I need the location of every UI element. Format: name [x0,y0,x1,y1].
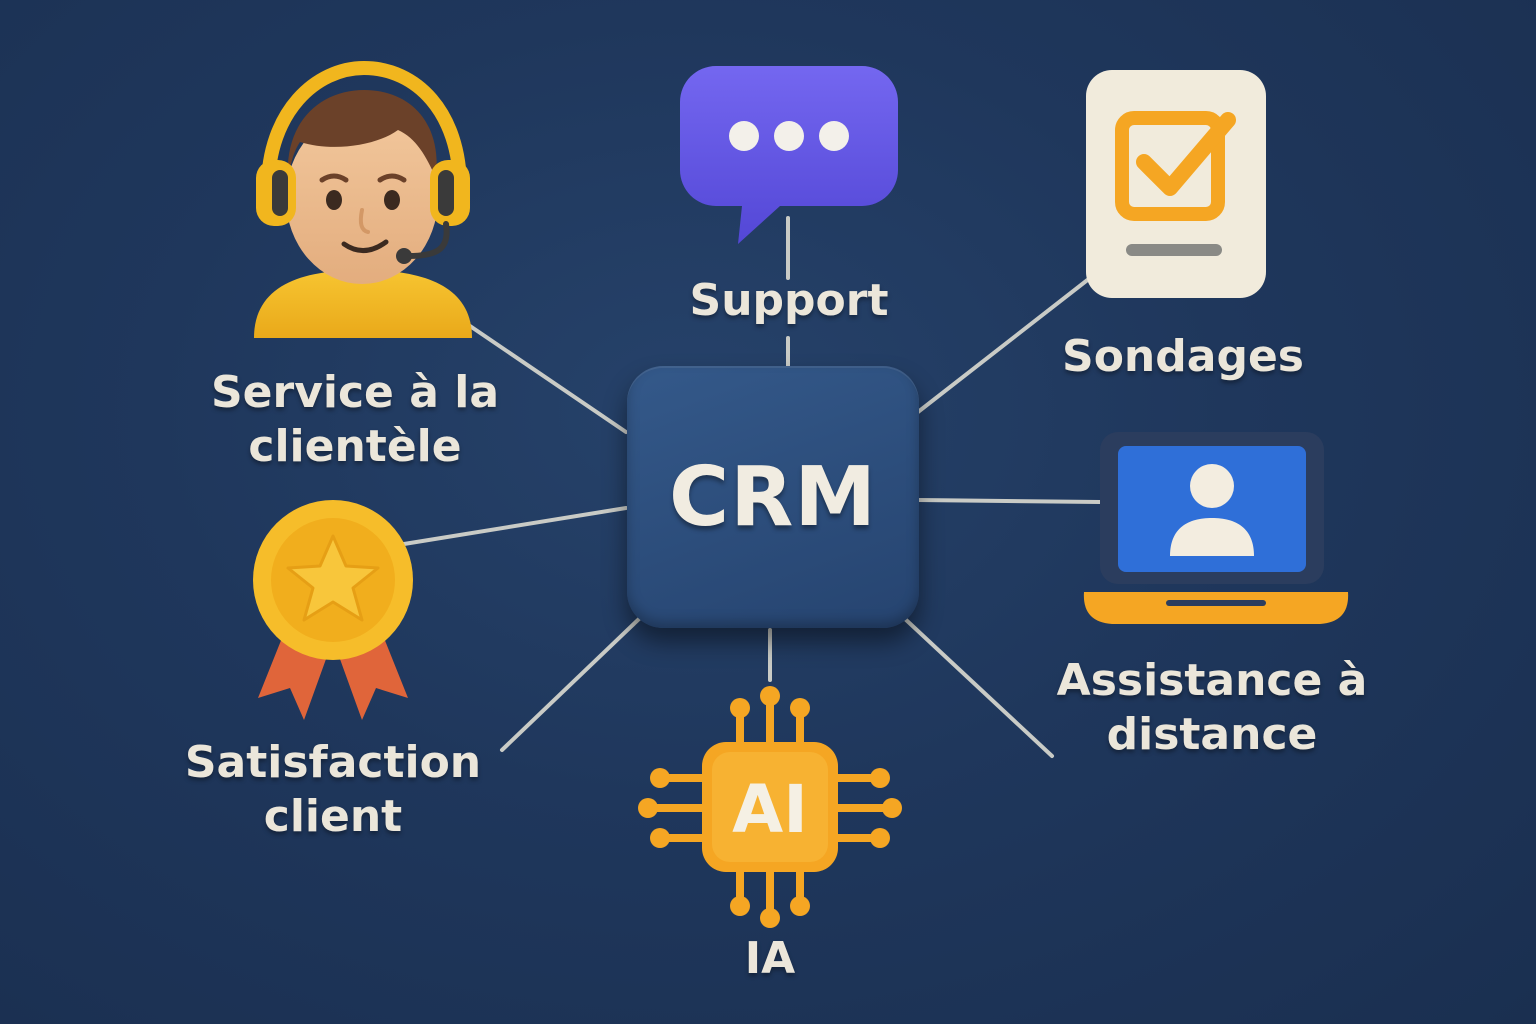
node-label-line: clientèle [248,421,462,472]
connector-satisfaction [402,506,628,546]
node-label-assistance: Assistance à distance [1040,654,1384,762]
node-label-line: Service à la [210,367,500,418]
node-label-line: IA [744,933,796,984]
connector-assistance [916,498,1102,504]
node-label-line: Support [689,275,889,326]
connector-satisfaction-lower [500,616,642,752]
node-label-line: Assistance à [1056,655,1368,706]
laptop-user-icon [1076,428,1356,632]
connector-distance [902,616,1054,758]
node-label-line: Sondages [1062,331,1304,382]
crm-hub-label: CRM [669,449,877,545]
connector-service [468,324,628,434]
award-medal-icon [238,498,428,724]
ai-chip-icon: AI [636,684,904,930]
chat-bubble-icon [676,58,902,248]
node-label-ia: IA [700,932,840,986]
node-label-service: Service à la clientèle [200,366,510,474]
connector-sondages [916,276,1092,414]
node-label-sondages: Sondages [1040,330,1326,384]
customer-service-agent-icon [240,60,490,350]
node-label-line: Satisfaction [184,737,482,788]
survey-checklist-icon [1082,66,1270,302]
node-label-satisfaction: Satisfaction client [178,736,488,844]
ai-chip-text: AI [732,771,808,848]
node-label-line: distance [1106,709,1318,760]
node-label-line: client [263,791,403,842]
node-label-support: Support [660,274,918,328]
crm-hub: CRM [627,366,919,628]
